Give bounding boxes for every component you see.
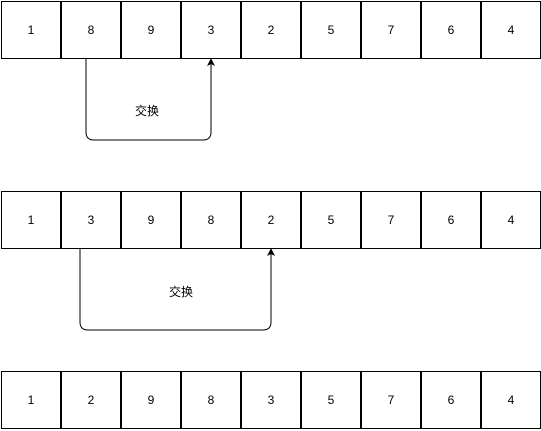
swap-connector-1 xyxy=(85,58,215,141)
array-cell: 4 xyxy=(481,191,541,249)
array-cell: 8 xyxy=(181,371,241,429)
array-cell: 5 xyxy=(301,371,361,429)
array-cell: 6 xyxy=(421,371,481,429)
array-cell: 2 xyxy=(61,371,121,429)
array-row-2: 1 3 9 8 2 5 7 6 4 xyxy=(0,191,541,251)
array-cell: 9 xyxy=(121,371,181,429)
swap-connector-2 xyxy=(79,248,275,331)
array-cell: 9 xyxy=(121,1,181,59)
array-cell: 6 xyxy=(421,191,481,249)
swap-label: 交换 xyxy=(169,285,194,299)
array-cell: 9 xyxy=(121,191,181,249)
array-cell: 1 xyxy=(1,371,61,429)
array-cell: 3 xyxy=(241,371,301,429)
array-cell: 7 xyxy=(361,1,421,59)
array-cell: 7 xyxy=(361,371,421,429)
swap-label: 交换 xyxy=(135,104,160,118)
array-cell: 5 xyxy=(301,1,361,59)
array-cell: 8 xyxy=(61,1,121,59)
array-cell: 2 xyxy=(241,191,301,249)
array-row-3: 1 2 9 8 3 5 7 6 4 xyxy=(0,371,541,431)
array-cell: 3 xyxy=(181,1,241,59)
array-cell: 6 xyxy=(421,1,481,59)
array-cell: 2 xyxy=(241,1,301,59)
array-cell: 8 xyxy=(181,191,241,249)
array-cell: 1 xyxy=(1,1,61,59)
array-cell: 4 xyxy=(481,371,541,429)
array-cell: 5 xyxy=(301,191,361,249)
array-row-1: 1 8 9 3 2 5 7 6 4 xyxy=(0,1,541,61)
array-cell: 7 xyxy=(361,191,421,249)
array-cell: 1 xyxy=(1,191,61,249)
array-cell: 3 xyxy=(61,191,121,249)
